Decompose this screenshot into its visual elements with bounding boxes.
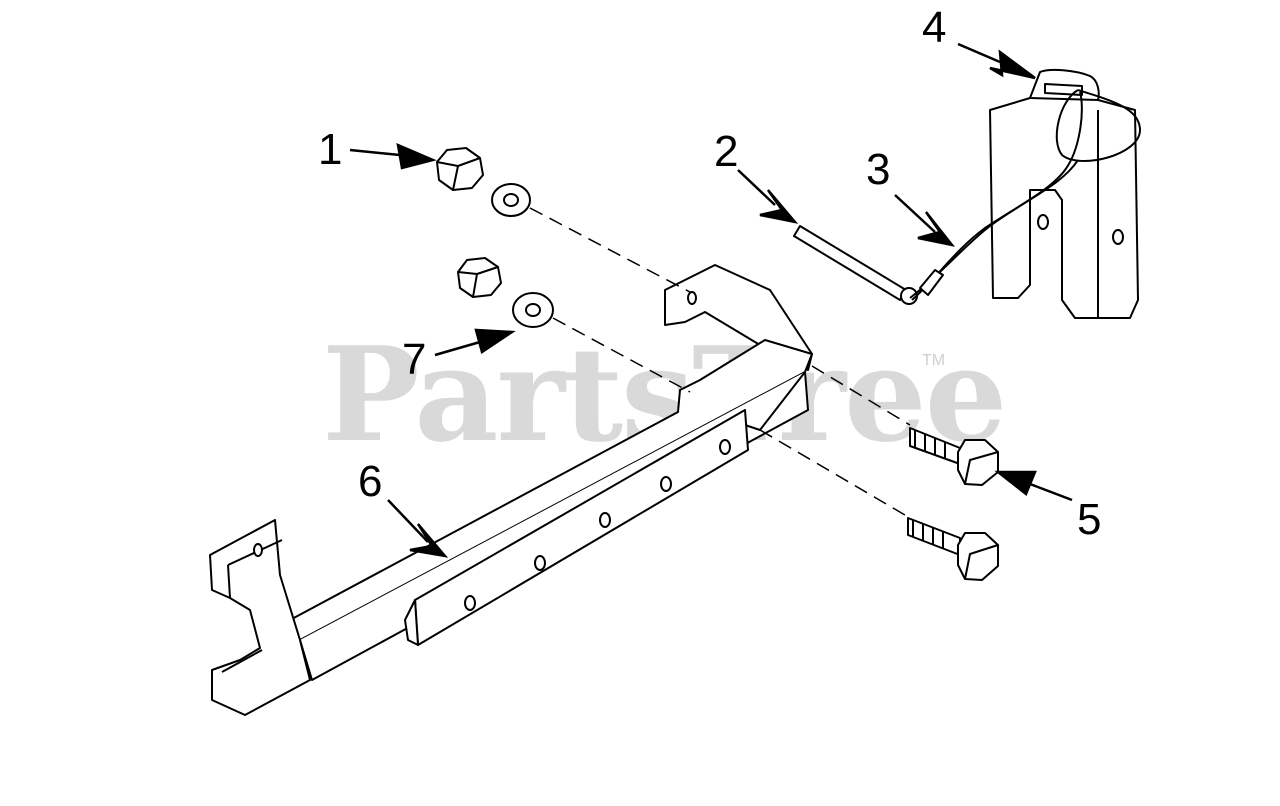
arrow-4 [957,42,1001,64]
arrow-6 [387,499,429,543]
arrow-2 [737,169,776,206]
callout-5: 5 [1077,495,1102,544]
bolt-lower [907,517,999,581]
hitch-bracket-part-4 [989,68,1139,319]
washer-upper [491,183,531,217]
nut-lower [457,257,502,298]
callout-4: 4 [922,3,947,52]
hitch-pin-part-2 [793,225,918,305]
arrow-5 [1029,482,1073,502]
callout-1: 1 [318,125,343,174]
drawbar-part-6 [209,264,813,716]
alignment-lines [529,207,911,516]
washer-lower-part-7 [512,292,554,328]
bolt-upper-part-5 [909,427,999,486]
watermark-trademark: TM [922,352,946,369]
arrow-3 [894,194,936,233]
callout-7: 7 [402,335,427,384]
callout-3: 3 [866,145,891,194]
arrow-1 [349,148,401,157]
arrow-7 [434,340,481,357]
callout-6: 6 [358,457,383,506]
lanyard-part-3 [909,89,1141,301]
leader-arrows [349,42,1073,558]
nut-upper-part-1 [436,147,484,191]
callout-2: 2 [714,127,739,176]
